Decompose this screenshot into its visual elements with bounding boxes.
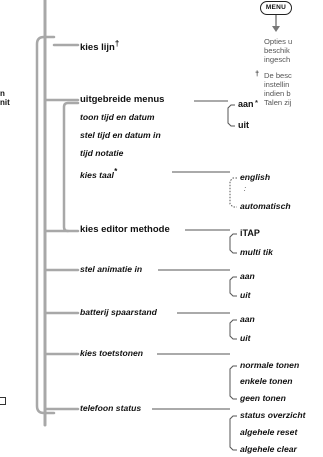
menu-key-icon: MENU bbox=[260, 1, 292, 15]
option-editor-multi-tik: multi tik bbox=[240, 247, 273, 257]
option-editor-itap: iTAP bbox=[240, 228, 260, 238]
footnote-dagger-line: indien b bbox=[264, 89, 291, 98]
menu-item-toon-tijd: toon tijd en datum bbox=[80, 112, 155, 122]
option-toetstonen-enkele: enkele tonen bbox=[240, 376, 293, 386]
footnote-dagger-mark: † bbox=[255, 69, 260, 78]
option-batterij-uit: uit bbox=[240, 333, 251, 343]
option-status-overzicht: status overzicht bbox=[240, 410, 306, 420]
option-taal-automatisch: automatisch bbox=[240, 201, 291, 211]
down-arrow-icon bbox=[272, 15, 280, 32]
menu-item-kies-taal: kies taal* bbox=[80, 167, 118, 180]
left-edge-text: n bbox=[0, 89, 5, 98]
left-edge-text: nit bbox=[0, 98, 10, 107]
menu-item-animatie: stel animatie in bbox=[80, 264, 143, 274]
menu-item-telefoon-status: telefoon status bbox=[80, 403, 142, 413]
menu-item-uitgebreide-menus: uitgebreide menus bbox=[80, 94, 165, 105]
option-taal-dots: : bbox=[244, 186, 246, 193]
footnote-star-text: Talen zij bbox=[264, 98, 292, 107]
menu-item-tijd-notatie: tijd notatie bbox=[80, 148, 124, 158]
option-status-clear: algehele clear bbox=[240, 444, 297, 454]
option-status-reset: algehele reset bbox=[240, 427, 298, 437]
note-line: ingesch bbox=[264, 55, 291, 64]
option-uitgebreide-aan: aan bbox=[238, 99, 254, 109]
left-edge-box bbox=[0, 397, 6, 405]
option-uitgebreide-uit: uit bbox=[238, 120, 249, 130]
note-line: Opties u bbox=[264, 37, 293, 46]
menu-item-kies-editor: kies editor methode bbox=[80, 224, 170, 235]
footnote-dagger-line: De besc bbox=[264, 71, 292, 80]
option-animatie-aan: aan bbox=[240, 271, 255, 281]
footnote-dagger-line: instellin bbox=[264, 80, 290, 89]
menu-item-toetstonen: kies toetstonen bbox=[80, 348, 144, 358]
footnote-star-mark: * bbox=[255, 98, 258, 107]
menu-item-stel-tijd: stel tijd en datum in bbox=[80, 130, 161, 140]
option-taal-english: english bbox=[240, 172, 271, 182]
option-toetstonen-normale: normale tonen bbox=[240, 360, 300, 370]
option-toetstonen-geen: geen tonen bbox=[240, 393, 286, 403]
menu-item-batterij: batterij spaarstand bbox=[80, 307, 157, 317]
note-line: beschik bbox=[264, 46, 290, 55]
menu-item-kies-lijn: kies lijn† bbox=[80, 39, 120, 54]
option-batterij-aan: aan bbox=[240, 314, 255, 324]
option-animatie-uit: uit bbox=[240, 290, 251, 300]
